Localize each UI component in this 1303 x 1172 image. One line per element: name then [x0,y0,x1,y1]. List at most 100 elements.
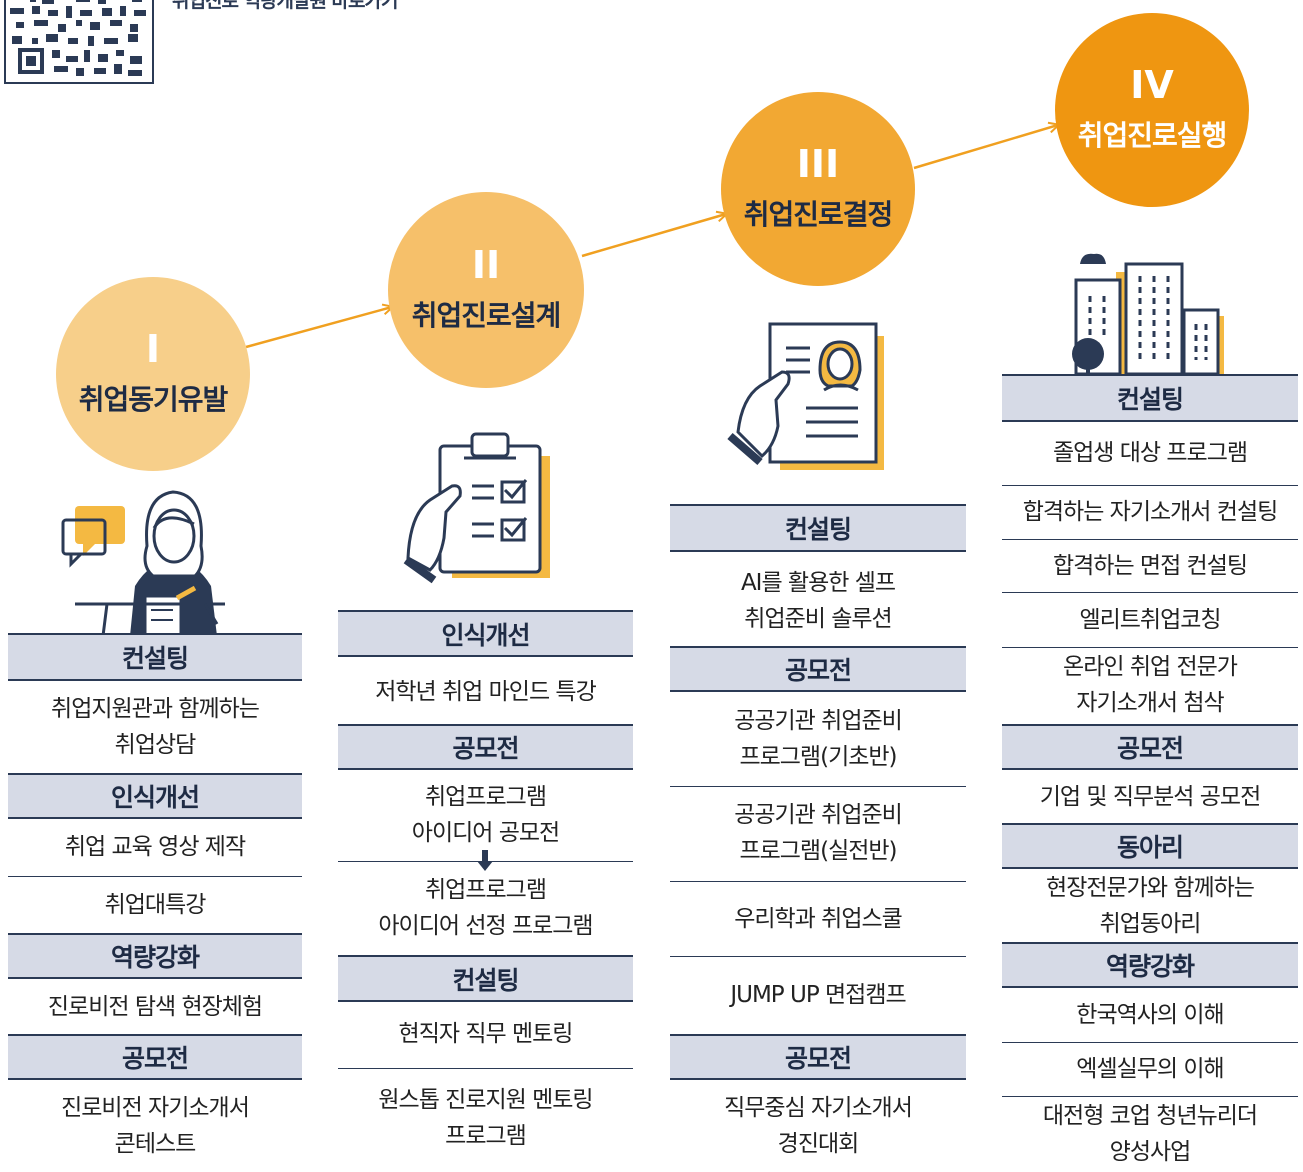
down-arrow-icon [477,850,493,871]
arrow-1-to-2 [245,307,392,349]
item-line: 아이디어 선정 프로그램 [378,913,593,939]
column4-item[interactable]: 현장전문가와 함께하는 취업동아리 [1002,870,1298,942]
column2-item[interactable]: 저학년 취업 마인드 특강 [338,662,633,722]
divider [1002,647,1298,648]
column1-item[interactable]: 취업대특강 [8,879,302,931]
column4-item[interactable]: 한국역사의 이해 [1002,990,1298,1040]
stage-1-circle: I 취업동기유발 [56,277,250,471]
stage-arrows [245,0,1303,349]
column2-header-consulting: 컨설팅 [338,955,633,1002]
stage-2-number: II [471,243,501,287]
column1-item[interactable]: 진로비전 탐색 현장체험 [8,981,302,1033]
column2-item[interactable]: 취업프로그램 아이디어 공모전 [338,776,633,854]
item-line: 엑셀실무의 이해 [1076,1056,1224,1082]
column4-header-club: 동아리 [1002,823,1298,869]
column2-item[interactable]: 현직자 직무 멘토링 [338,1006,633,1062]
column1-header-awareness: 인식개선 [8,773,302,819]
column3-item[interactable]: 직무중심 자기소개서 경진대회 [670,1086,966,1166]
item-line: 프로그램(기초반) [739,744,897,770]
item-line: 기업 및 직무분석 공모전 [1039,784,1262,810]
column4-header-capability: 역량강화 [1002,942,1298,988]
column4-item[interactable]: 합격하는 면접 컨설팅 [1002,540,1298,592]
column2-item[interactable]: 취업프로그램 아이디어 선정 프로그램 [338,868,633,948]
stage-4-name: 취업진로실행 [1077,119,1228,152]
column2-item[interactable]: 원스톱 진로지원 멘토링 프로그램 [338,1076,633,1160]
item-line: 취업대특강 [104,892,207,918]
column4-item[interactable]: 엘리트취업코칭 [1002,594,1298,646]
column3-header-consulting: 컨설팅 [670,504,966,552]
column4-item[interactable]: 졸업생 대상 프로그램 [1002,424,1298,482]
item-line: AI를 활용한 셀프 [740,570,896,596]
stage-2-name: 취업진로설계 [411,299,562,332]
item-line: 엘리트취업코칭 [1079,607,1221,633]
column4-item[interactable]: 기업 및 직무분석 공모전 [1002,772,1298,822]
divider [1002,1096,1298,1097]
item-line: 원스톱 진로지원 멘토링 [378,1087,593,1113]
city-buildings-icon [1060,253,1240,378]
column-stage-1: 컨설팅 취업지원관과 함께하는 취업상담 인식개선 취업 교육 영상 제작 취업… [8,633,302,1172]
column1-item[interactable]: 진로비전 자기소개서 콘테스트 [8,1085,302,1167]
column3-item[interactable]: 공공기관 취업준비 프로그램(기초반) [670,696,966,782]
item-line: 프로그램 [445,1123,527,1149]
item-line: 현직자 직무 멘토링 [398,1021,574,1047]
stage-3-circle: III 취업진로결정 [721,92,915,286]
qr-code[interactable] [4,0,154,84]
divider [1002,1042,1298,1043]
column3-item[interactable]: AI를 활용한 셀프 취업준비 솔루션 [670,558,966,644]
item-line: 양성사업 [1109,1139,1192,1165]
item-line: 저학년 취업 마인드 특강 [375,679,597,705]
resume-document-icon [727,322,884,470]
item-line: 현장전문가와 함께하는 [1046,875,1255,901]
item-line: 진로비전 탐색 현장체험 [47,994,263,1020]
item-line: 취업준비 솔루션 [744,606,892,632]
item-line: 취업지원관과 함께하는 [51,696,260,722]
column4-item[interactable]: 온라인 취업 전문가 자기소개서 첨삭 [1002,648,1298,722]
item-line: 한국역사의 이해 [1076,1002,1224,1028]
column3-header-contest-2: 공모전 [670,1034,966,1080]
divider [8,876,302,877]
item-line: 취업 교육 영상 제작 [64,834,246,860]
item-line: 공공기관 취업준비 [734,802,903,828]
column3-item[interactable]: JUMP UP 면접캠프 [670,960,966,1030]
item-line: 취업프로그램 [425,877,547,903]
item-line: 합격하는 자기소개서 컨설팅 [1022,499,1279,525]
column4-item[interactable]: 엑셀실무의 이해 [1002,1044,1298,1094]
item-line: 취업프로그램 [425,784,547,810]
column3-header-contest: 공모전 [670,646,966,692]
divider [1002,539,1298,540]
item-line: 합격하는 면접 컨설팅 [1052,553,1248,579]
column1-header-consulting: 컨설팅 [8,633,302,681]
column1-header-capability: 역량강화 [8,933,302,979]
divider [670,956,966,957]
divider [1002,592,1298,593]
stage-2-circle: II 취업진로설계 [388,192,584,388]
item-line: 졸업생 대상 프로그램 [1052,440,1248,466]
column2-header-contest: 공모전 [338,724,633,770]
column4-item[interactable]: 합격하는 자기소개서 컨설팅 [1002,486,1298,538]
item-line: 직무중심 자기소개서 [724,1095,913,1121]
clipboard-checklist-icon [403,432,550,584]
column2-header-awareness: 인식개선 [338,610,633,657]
column-stage-2: 인식개선 저학년 취업 마인드 특강 공모전 취업프로그램 아이디어 공모전 취… [338,610,633,1170]
arrow-3-to-4 [913,125,1058,170]
item-line: 콘테스트 [114,1131,197,1157]
divider [338,1068,633,1069]
item-line: 프로그램(실전반) [739,838,897,864]
column4-item[interactable]: 대전형 코업 청년뉴리더 양성사업 [1002,1096,1298,1172]
column4-header-consulting: 컨설팅 [1002,374,1298,422]
column-stage-3: 컨설팅 AI를 활용한 셀프 취업준비 솔루션 공모전 공공기관 취업준비 프로… [670,504,966,1172]
item-line: 취업동아리 [1099,911,1202,937]
person-counseling-icon [61,490,225,636]
item-line: 진로비전 자기소개서 [61,1095,250,1121]
column1-item[interactable]: 취업지원관과 함께하는 취업상담 [8,685,302,769]
column3-item[interactable]: 공공기관 취업준비 프로그램(실전반) [670,790,966,876]
stage-4-number: IV [1130,63,1174,107]
item-line: 자기소개서 첨삭 [1076,690,1224,716]
column4-header-contest: 공모전 [1002,724,1298,770]
qr-caption: 취업진로 역량개발원 바로가기 [172,0,398,12]
stage-1-name: 취업동기유발 [78,383,229,416]
item-line: 공공기관 취업준비 [734,708,903,734]
column1-item[interactable]: 취업 교육 영상 제작 [8,821,302,873]
item-line: 아이디어 공모전 [411,820,560,846]
column3-item[interactable]: 우리학과 취업스쿨 [670,884,966,954]
